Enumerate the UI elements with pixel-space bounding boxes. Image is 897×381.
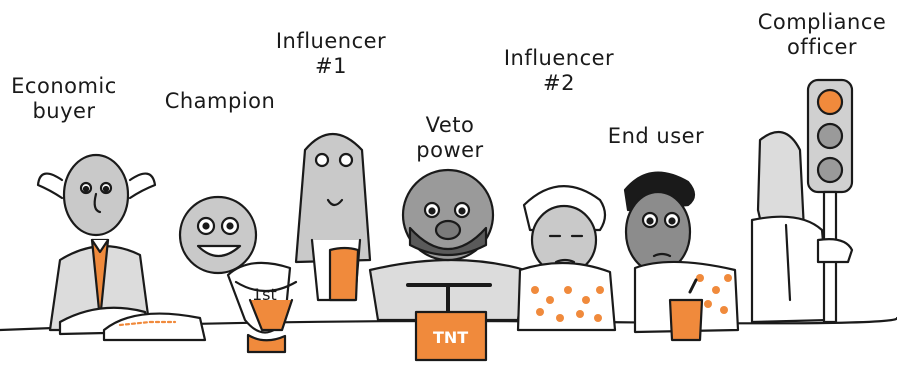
end-user-figure bbox=[623, 171, 740, 342]
label-compliance-officer: Compliance officer bbox=[757, 10, 887, 59]
trophy-text: 1st bbox=[252, 285, 277, 304]
traffic-light-red-icon bbox=[816, 88, 844, 116]
label-influencer-1: Influencer #1 bbox=[275, 29, 387, 78]
shirt-pattern bbox=[696, 274, 732, 314]
dress-pattern bbox=[531, 286, 604, 322]
veto-power-figure: TNT bbox=[368, 168, 527, 362]
champion-figure: 1st bbox=[178, 195, 298, 354]
label-champion: Champion bbox=[164, 89, 276, 113]
traffic-light-green-icon bbox=[816, 156, 844, 184]
detonator-text: TNT bbox=[433, 328, 468, 347]
label-veto-power: Veto power bbox=[416, 113, 484, 162]
influencer-2-figure bbox=[516, 185, 617, 332]
influencer-1-figure bbox=[294, 133, 372, 302]
traffic-light-amber-icon bbox=[816, 122, 844, 150]
label-economic-buyer: Economic buyer bbox=[11, 74, 117, 123]
compliance-officer-figure bbox=[750, 78, 854, 324]
label-end-user: End user bbox=[607, 124, 705, 148]
label-influencer-2: Influencer #2 bbox=[503, 46, 615, 95]
economic-buyer-figure bbox=[36, 153, 207, 342]
